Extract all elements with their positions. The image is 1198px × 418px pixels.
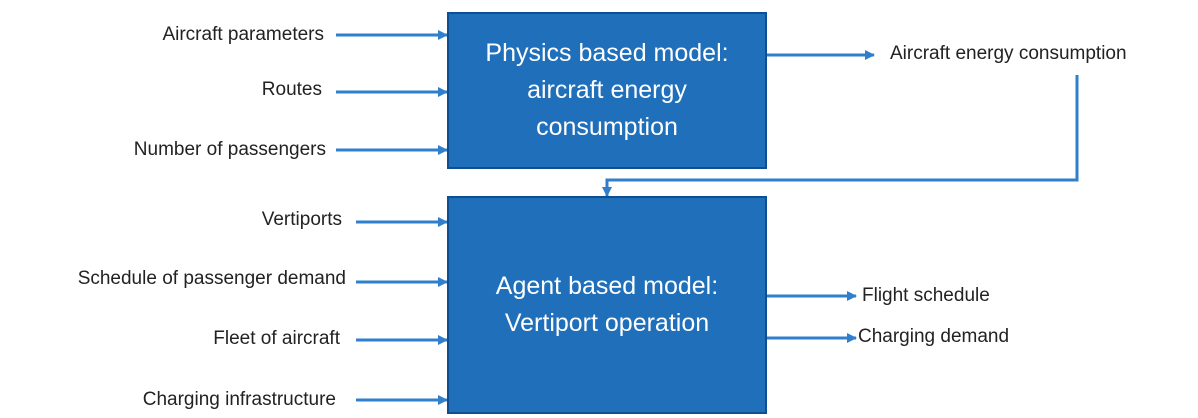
input-label-charging-infrastructure: Charging infrastructure	[142, 389, 336, 410]
input-label-vertiports: Vertiports	[261, 209, 342, 230]
input-label-schedule-of-passenger-demand: Schedule of passenger demand	[77, 268, 346, 289]
agent-model-title: Agent based model: Vertiport operation	[495, 272, 719, 337]
output-label-charging-demand: Charging demand	[858, 326, 1010, 347]
physics-model-box: Physics based model: aircraft energy con…	[447, 12, 767, 169]
arrow-energy-to-agent-model	[602, 75, 1079, 197]
input-label-aircraft-parameters: Aircraft parameters	[162, 24, 324, 45]
output-label-flight-schedule: Flight schedule	[862, 285, 990, 306]
input-label-number-of-passengers: Number of passengers	[133, 139, 326, 160]
agent-model-box: Agent based model: Vertiport operation	[447, 196, 767, 414]
output-label-aircraft-energy-consumption: Aircraft energy consumption	[890, 43, 1127, 64]
physics-model-title: Physics based model: aircraft energy con…	[485, 39, 729, 141]
input-label-routes: Routes	[261, 79, 322, 100]
input-label-fleet-of-aircraft: Fleet of aircraft	[213, 328, 340, 349]
